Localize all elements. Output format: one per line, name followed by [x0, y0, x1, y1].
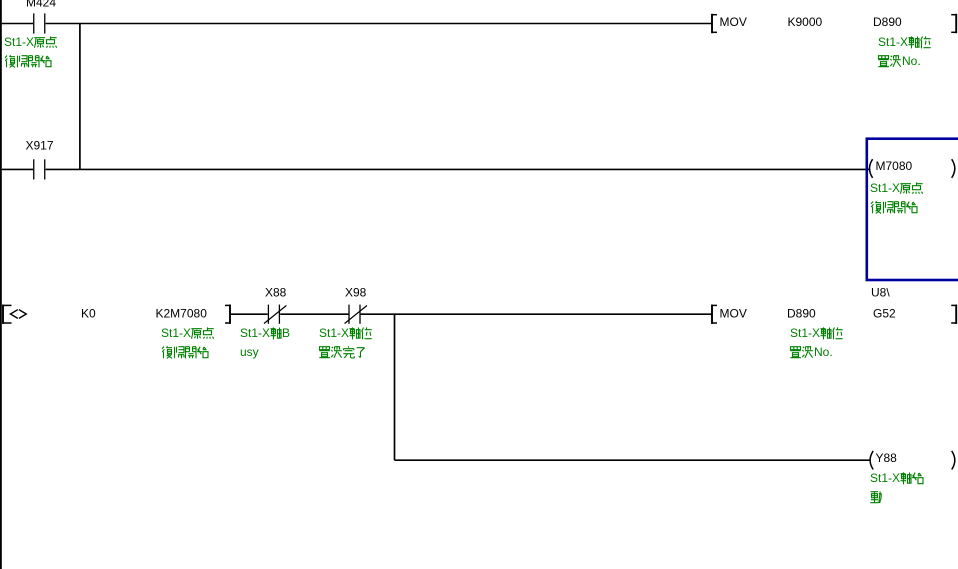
svg-text:MOV: MOV — [720, 15, 747, 29]
svg-text:M424: M424 — [26, 0, 56, 9]
svg-text:St1-X: St1-X — [870, 181, 900, 195]
svg-text:M7080: M7080 — [876, 159, 913, 173]
svg-text:D890: D890 — [873, 15, 902, 29]
svg-text:St1-X: St1-X — [319, 326, 349, 340]
svg-text:MOV: MOV — [720, 307, 747, 321]
svg-text:K9000: K9000 — [788, 15, 823, 29]
svg-text:D890: D890 — [787, 307, 816, 321]
svg-text:St1-X: St1-X — [4, 35, 34, 49]
svg-text:K2M7080: K2M7080 — [156, 307, 208, 321]
svg-text:St1-X: St1-X — [240, 326, 270, 340]
svg-text:U8\: U8\ — [871, 285, 890, 299]
svg-text:K0: K0 — [81, 307, 96, 321]
svg-text:St1-X: St1-X — [878, 35, 908, 49]
svg-text:St1-X: St1-X — [790, 326, 820, 340]
svg-text:St1-X: St1-X — [161, 326, 191, 340]
svg-text:X88: X88 — [265, 286, 287, 300]
svg-text:G52: G52 — [873, 307, 896, 321]
svg-text:X917: X917 — [26, 138, 54, 152]
svg-text:B: B — [282, 326, 290, 340]
svg-text:No.: No. — [902, 54, 921, 68]
svg-text:St1-X: St1-X — [870, 471, 900, 485]
svg-text:usy: usy — [240, 345, 259, 359]
svg-text:No.: No. — [814, 345, 833, 359]
svg-text:X98: X98 — [345, 286, 367, 300]
svg-text:Y88: Y88 — [876, 451, 898, 465]
